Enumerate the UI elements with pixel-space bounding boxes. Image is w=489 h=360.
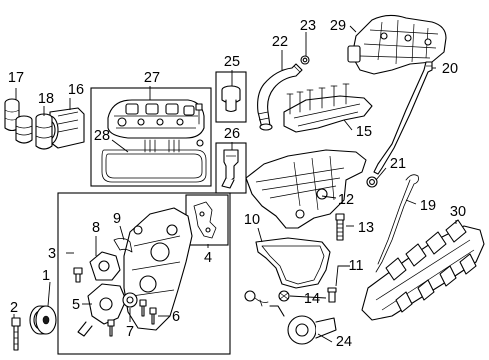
callout-15: 15 bbox=[356, 124, 372, 140]
dipstick-tube-o-ring bbox=[366, 176, 378, 188]
callout-4: 4 bbox=[204, 250, 212, 266]
crankshaft-pulley bbox=[29, 305, 57, 335]
callout-26: 26 bbox=[224, 126, 240, 142]
oil-pressure-sensor bbox=[244, 290, 269, 307]
crankshaft-bolt bbox=[11, 317, 21, 351]
timing-cover-kit-box bbox=[57, 192, 231, 355]
drain-plug-washer bbox=[327, 287, 337, 303]
callout-22: 22 bbox=[272, 34, 288, 50]
callout-13: 13 bbox=[358, 220, 374, 236]
callout-24: 24 bbox=[336, 334, 352, 350]
valve-cover bbox=[107, 99, 205, 139]
callout-17: 17 bbox=[8, 70, 24, 86]
callout-21: 21 bbox=[390, 156, 406, 172]
callout-12: 12 bbox=[338, 192, 354, 208]
upper-intake-manifold bbox=[347, 14, 447, 75]
callout-1: 1 bbox=[42, 268, 50, 284]
callout-14: 14 bbox=[304, 291, 320, 307]
spark-plug-tube-seals bbox=[144, 139, 204, 153]
oil-drain-plug bbox=[278, 290, 290, 302]
oil-cap-box bbox=[215, 71, 247, 123]
lower-oil-pan bbox=[255, 237, 331, 289]
oil-filler-tube bbox=[221, 149, 239, 189]
valve-cover-kit-box bbox=[90, 87, 212, 187]
callout-11: 11 bbox=[348, 258, 363, 274]
timing-cover-bolts bbox=[73, 267, 157, 337]
callout-10: 10 bbox=[244, 212, 260, 228]
callout-29: 29 bbox=[330, 18, 346, 34]
valve-cover-gasket bbox=[101, 149, 207, 183]
oil-baffle-windage bbox=[283, 83, 373, 133]
crankshaft-seal bbox=[122, 292, 138, 308]
callout-2: 2 bbox=[10, 300, 18, 316]
valve-cover-bolt bbox=[195, 103, 203, 125]
callout-30: 30 bbox=[450, 204, 466, 220]
oil-filler-cap bbox=[221, 85, 241, 113]
grommet bbox=[300, 55, 310, 65]
callout-19: 19 bbox=[420, 198, 436, 214]
timing-chain-cover bbox=[123, 207, 193, 331]
oil-dipstick-tube bbox=[373, 61, 433, 175]
water-pump-housing bbox=[89, 251, 121, 281]
callout-25: 25 bbox=[224, 54, 240, 70]
upper-oil-pan bbox=[245, 149, 367, 229]
timing-cover-gasket bbox=[113, 238, 133, 253]
timing-gasket-box bbox=[185, 194, 229, 246]
oil-pump bbox=[269, 305, 337, 345]
pcv-hose bbox=[257, 63, 303, 131]
oil-filter-element-2 bbox=[15, 115, 33, 144]
callout-16: 16 bbox=[68, 82, 84, 98]
timing-gasket-shape bbox=[193, 201, 217, 239]
oil-pan-bolt bbox=[335, 213, 345, 241]
oil-filler-box bbox=[215, 142, 247, 194]
callout-3: 3 bbox=[48, 246, 56, 262]
leader-lines bbox=[13, 25, 457, 343]
callout-9: 9 bbox=[113, 211, 121, 227]
callout-7: 7 bbox=[126, 324, 134, 340]
callout-5: 5 bbox=[72, 297, 80, 313]
callout-labels: 1 2 3 4 5 6 7 8 9 10 11 12 13 14 15 16 1… bbox=[8, 18, 466, 350]
oil-filter-housing bbox=[35, 113, 53, 150]
lower-intake-manifold bbox=[361, 219, 485, 321]
water-pump bbox=[77, 283, 127, 337]
callout-23: 23 bbox=[300, 18, 316, 34]
callout-20: 20 bbox=[442, 61, 458, 77]
callout-18: 18 bbox=[38, 91, 54, 107]
callout-8: 8 bbox=[92, 220, 100, 236]
oil-dipstick bbox=[375, 174, 419, 273]
callout-6: 6 bbox=[172, 309, 180, 325]
callout-28: 28 bbox=[94, 128, 110, 144]
callout-27: 27 bbox=[144, 70, 160, 86]
